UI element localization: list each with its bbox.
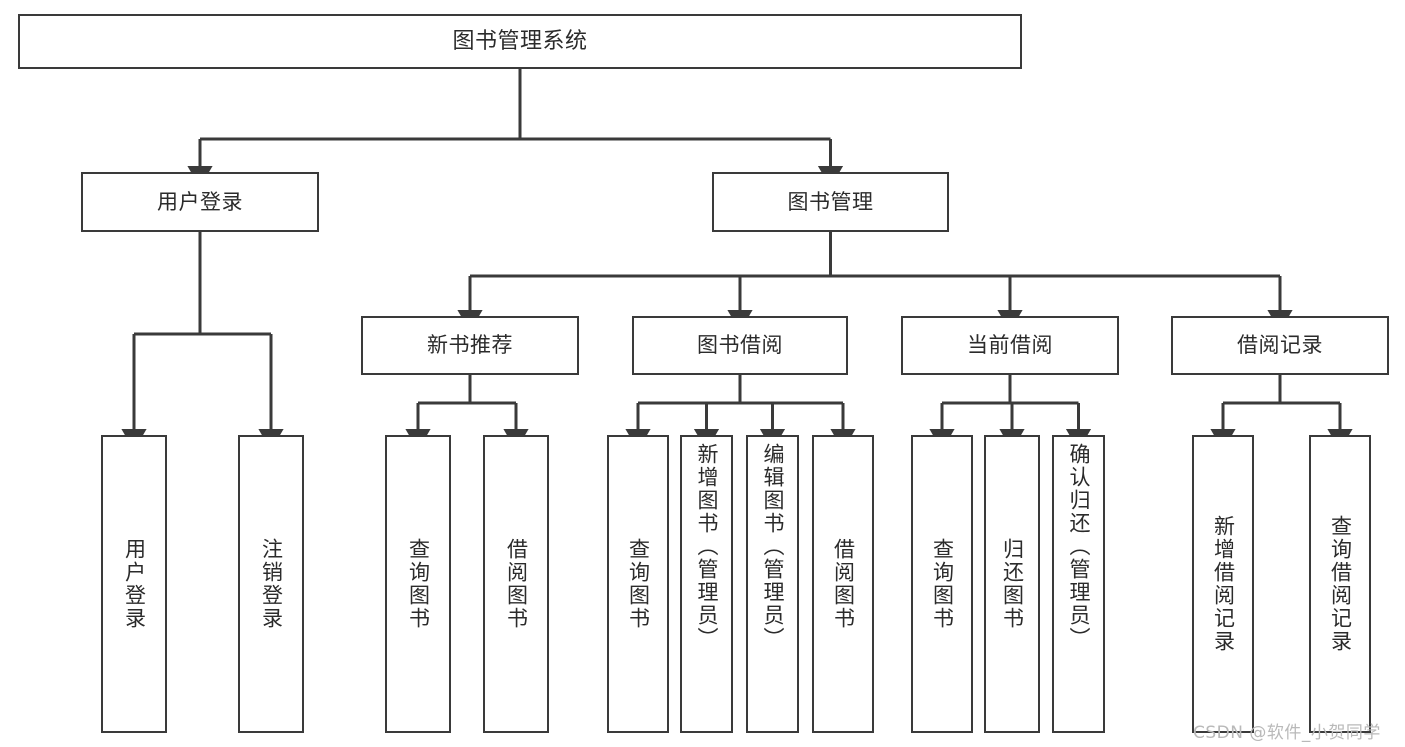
node-new-book-rec[interactable]: 新书推荐 [361,316,579,375]
node-leaf-query-book-2[interactable]: 查询图书 [607,435,669,733]
node-label: 用户登录 [157,189,243,214]
node-label: 查询图书 [930,538,955,630]
node-borrow-record[interactable]: 借阅记录 [1171,316,1389,375]
node-leaf-add-record[interactable]: 新增借阅记录 [1192,435,1254,733]
node-label: 编辑图书（管理员） [761,443,785,650]
node-leaf-query-book-1[interactable]: 查询图书 [385,435,451,733]
node-label: 新书推荐 [427,333,513,358]
node-leaf-user-login[interactable]: 用户登录 [101,435,167,733]
node-label: 当前借阅 [967,333,1053,358]
node-leaf-borrow-book-1[interactable]: 借阅图书 [483,435,549,733]
node-leaf-query-record[interactable]: 查询借阅记录 [1309,435,1371,733]
node-user-login[interactable]: 用户登录 [81,172,319,232]
watermark-text: CSDN @软件_小贺同学 [1193,723,1381,743]
node-label: 归还图书 [1000,538,1025,630]
node-label: 图书管理 [787,189,874,214]
node-leaf-edit-book[interactable]: 编辑图书（管理员） [746,435,799,733]
node-root[interactable]: 图书管理系统 [18,14,1022,69]
node-book-borrow[interactable]: 图书借阅 [632,316,848,375]
node-label: 借阅图书 [831,538,856,630]
node-book-admin[interactable]: 图书管理 [712,172,949,232]
node-label: 新增借阅记录 [1211,515,1236,653]
node-label: 借阅图书 [504,538,529,630]
node-label: 确认归还（管理员） [1067,443,1091,650]
node-leaf-logout[interactable]: 注销登录 [238,435,304,733]
node-label: 图书借阅 [697,333,783,358]
node-leaf-confirm-return[interactable]: 确认归还（管理员） [1052,435,1105,733]
node-label: 图书管理系统 [452,28,588,54]
node-label: 查询借阅记录 [1328,515,1353,653]
node-label: 用户登录 [122,538,147,630]
node-label: 注销登录 [259,538,284,630]
node-label: 查询图书 [626,538,651,630]
node-leaf-return-book[interactable]: 归还图书 [984,435,1040,733]
node-leaf-borrow-book-2[interactable]: 借阅图书 [812,435,874,733]
node-current-borrow[interactable]: 当前借阅 [901,316,1119,375]
node-label: 查询图书 [406,538,431,630]
node-label: 新增图书（管理员） [695,443,719,650]
node-leaf-add-book[interactable]: 新增图书（管理员） [680,435,733,733]
node-leaf-query-book-3[interactable]: 查询图书 [911,435,973,733]
node-label: 借阅记录 [1237,333,1323,358]
